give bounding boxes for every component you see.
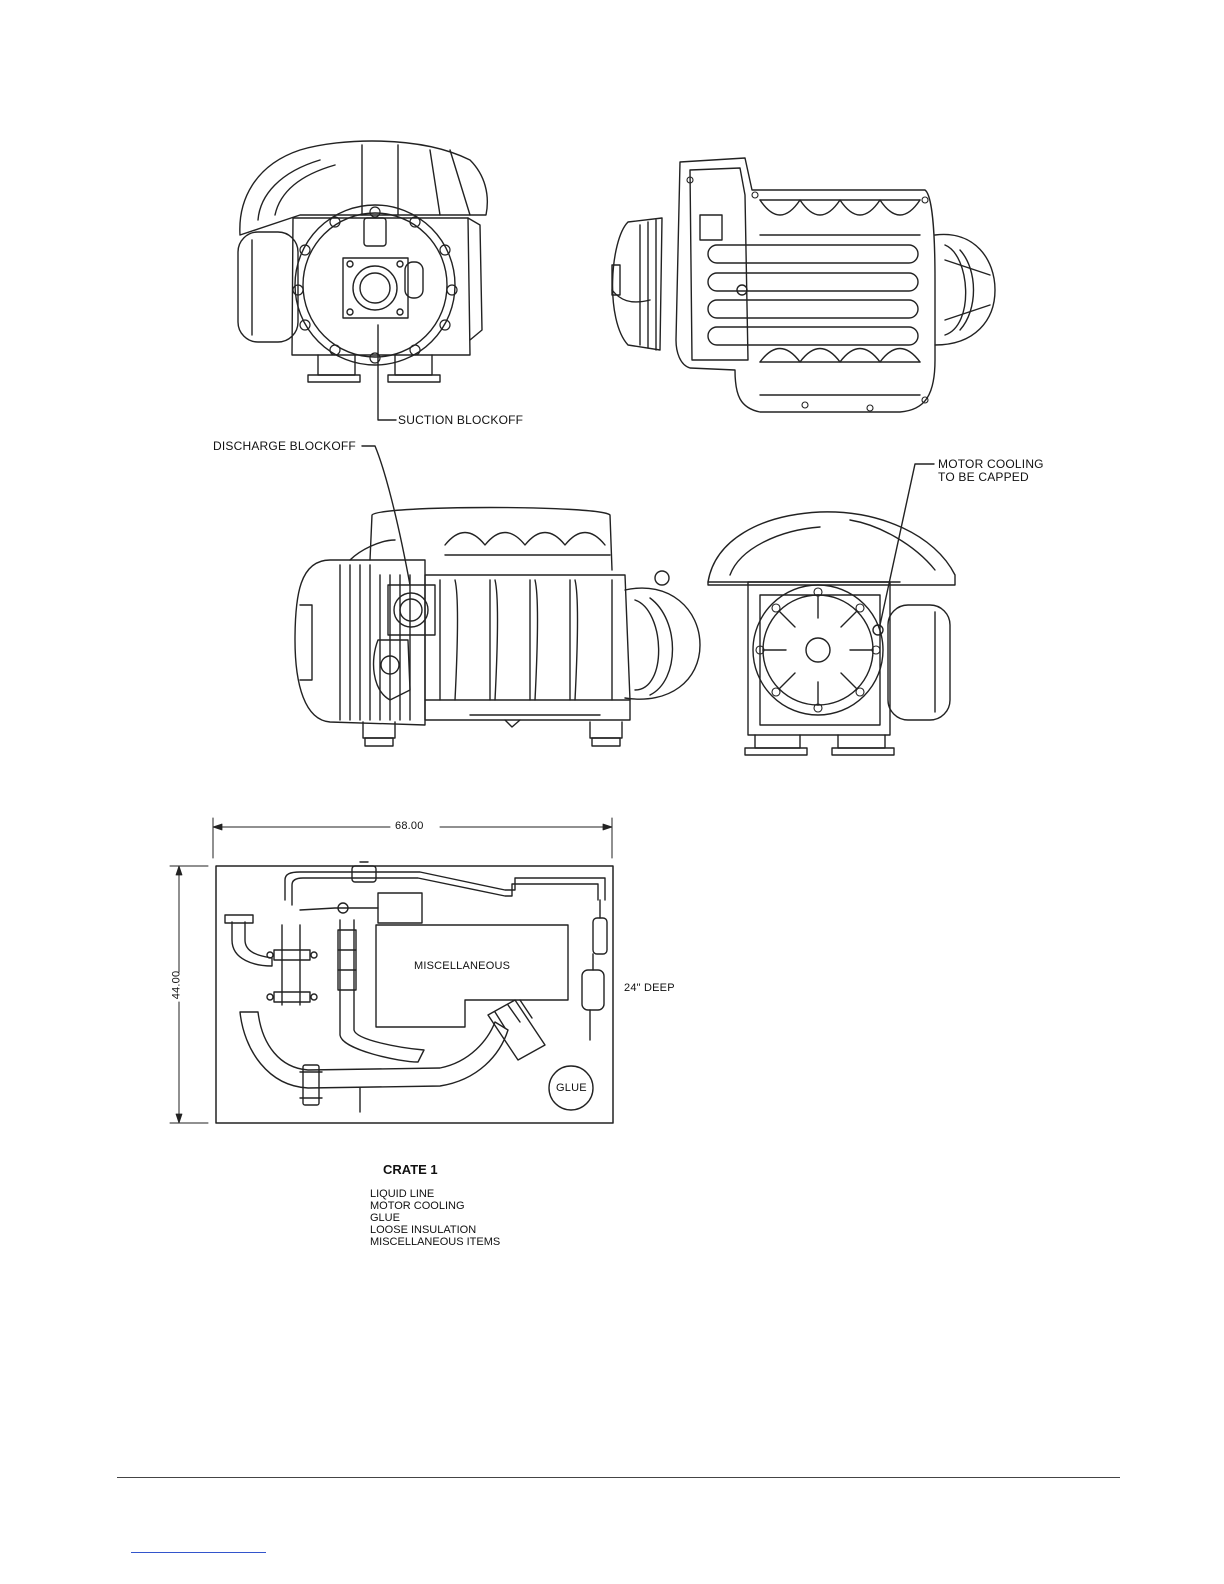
discharge-blockoff-label: DISCHARGE BLOCKOFF bbox=[213, 439, 356, 453]
compressor-side-view bbox=[295, 446, 700, 746]
list-item: MISCELLANEOUS ITEMS bbox=[370, 1236, 500, 1248]
compressor-rear-view bbox=[708, 464, 955, 755]
motor-cooling-label-line1: MOTOR COOLING bbox=[938, 457, 1044, 471]
compressor-front-view bbox=[238, 141, 487, 420]
crate-height-dimension: 44.00 bbox=[170, 971, 182, 1000]
miscellaneous-region-label: MISCELLANEOUS bbox=[414, 960, 510, 972]
suction-blockoff-label: SUCTION BLOCKOFF bbox=[398, 413, 523, 427]
footer-link-underline[interactable] bbox=[131, 1552, 266, 1553]
crate-layout bbox=[170, 818, 613, 1123]
list-item: LOOSE INSULATION bbox=[370, 1224, 500, 1236]
crate-title: CRATE 1 bbox=[383, 1162, 438, 1177]
crate-width-dimension: 68.00 bbox=[395, 820, 424, 832]
list-item: LIQUID LINE bbox=[370, 1188, 500, 1200]
list-item: GLUE bbox=[370, 1212, 500, 1224]
motor-cooling-label-line2: TO BE CAPPED bbox=[938, 470, 1029, 484]
crate-contents-list: LIQUID LINE MOTOR COOLING GLUE LOOSE INS… bbox=[370, 1188, 500, 1248]
list-item: MOTOR COOLING bbox=[370, 1200, 500, 1212]
compressor-top-view bbox=[612, 158, 995, 412]
glue-label: GLUE bbox=[556, 1082, 587, 1094]
footer-divider bbox=[117, 1477, 1120, 1478]
crate-depth-note: 24" DEEP bbox=[624, 982, 675, 994]
